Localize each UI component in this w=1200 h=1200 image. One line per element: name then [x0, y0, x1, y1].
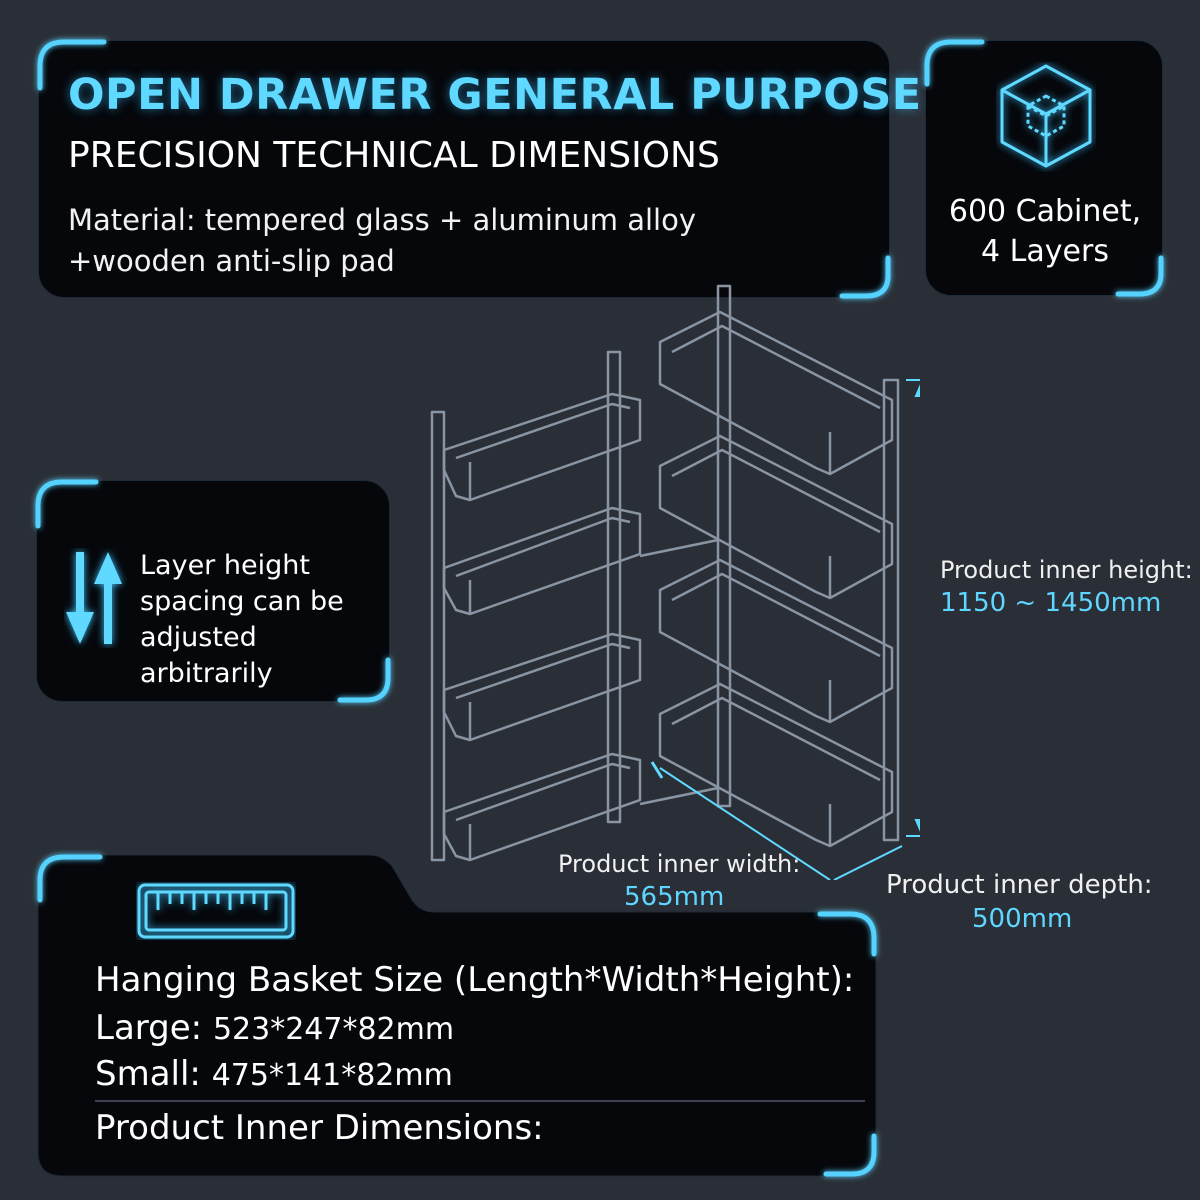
header-panel — [38, 40, 890, 298]
divider — [95, 1100, 865, 1102]
large-size-row: Large: 523*247*82mm — [95, 1008, 454, 1048]
small-size-value: 475*141*82mm — [211, 1058, 453, 1093]
cabinet-layers: 4 Layers — [981, 234, 1109, 269]
cube-icon — [1000, 64, 1092, 168]
small-size-label: Small: — [95, 1054, 201, 1094]
inner-dimensions-title: Product Inner Dimensions: — [95, 1108, 544, 1148]
large-size-label: Large: — [95, 1008, 203, 1048]
depth-label: Product inner depth: — [886, 870, 1153, 900]
layer-info-line1: Layer height — [140, 550, 310, 581]
depth-value: 500mm — [972, 904, 1073, 934]
layer-info-line2: spacing can be — [140, 586, 344, 617]
page-subtitle: PRECISION TECHNICAL DIMENSIONS — [68, 135, 720, 176]
layer-info-line3: adjusted arbitrarily — [140, 622, 273, 689]
height-value: 1150 ~ 1450mm — [940, 588, 1162, 618]
product-illustration — [430, 284, 920, 880]
large-size-value: 523*247*82mm — [212, 1012, 455, 1047]
ruler-icon — [137, 883, 295, 939]
basket-size-title: Hanging Basket Size (Length*Width*Height… — [95, 960, 855, 1000]
page-title: OPEN DRAWER GENERAL PURPOSE — [68, 70, 922, 120]
layer-info-text: Layer height spacing can be adjusted arb… — [140, 548, 380, 692]
up-down-arrows-icon — [66, 552, 122, 644]
width-label: Product inner width: — [558, 850, 801, 878]
material-description: Material: tempered glass + aluminum allo… — [68, 203, 696, 278]
cabinet-badge-text: 600 Cabinet, 4 Layers — [930, 192, 1160, 272]
width-value: 565mm — [624, 882, 725, 912]
cabinet-size: 600 Cabinet, — [948, 194, 1142, 229]
height-label: Product inner height: — [940, 556, 1193, 584]
small-size-row: Small: 475*141*82mm — [95, 1054, 453, 1094]
